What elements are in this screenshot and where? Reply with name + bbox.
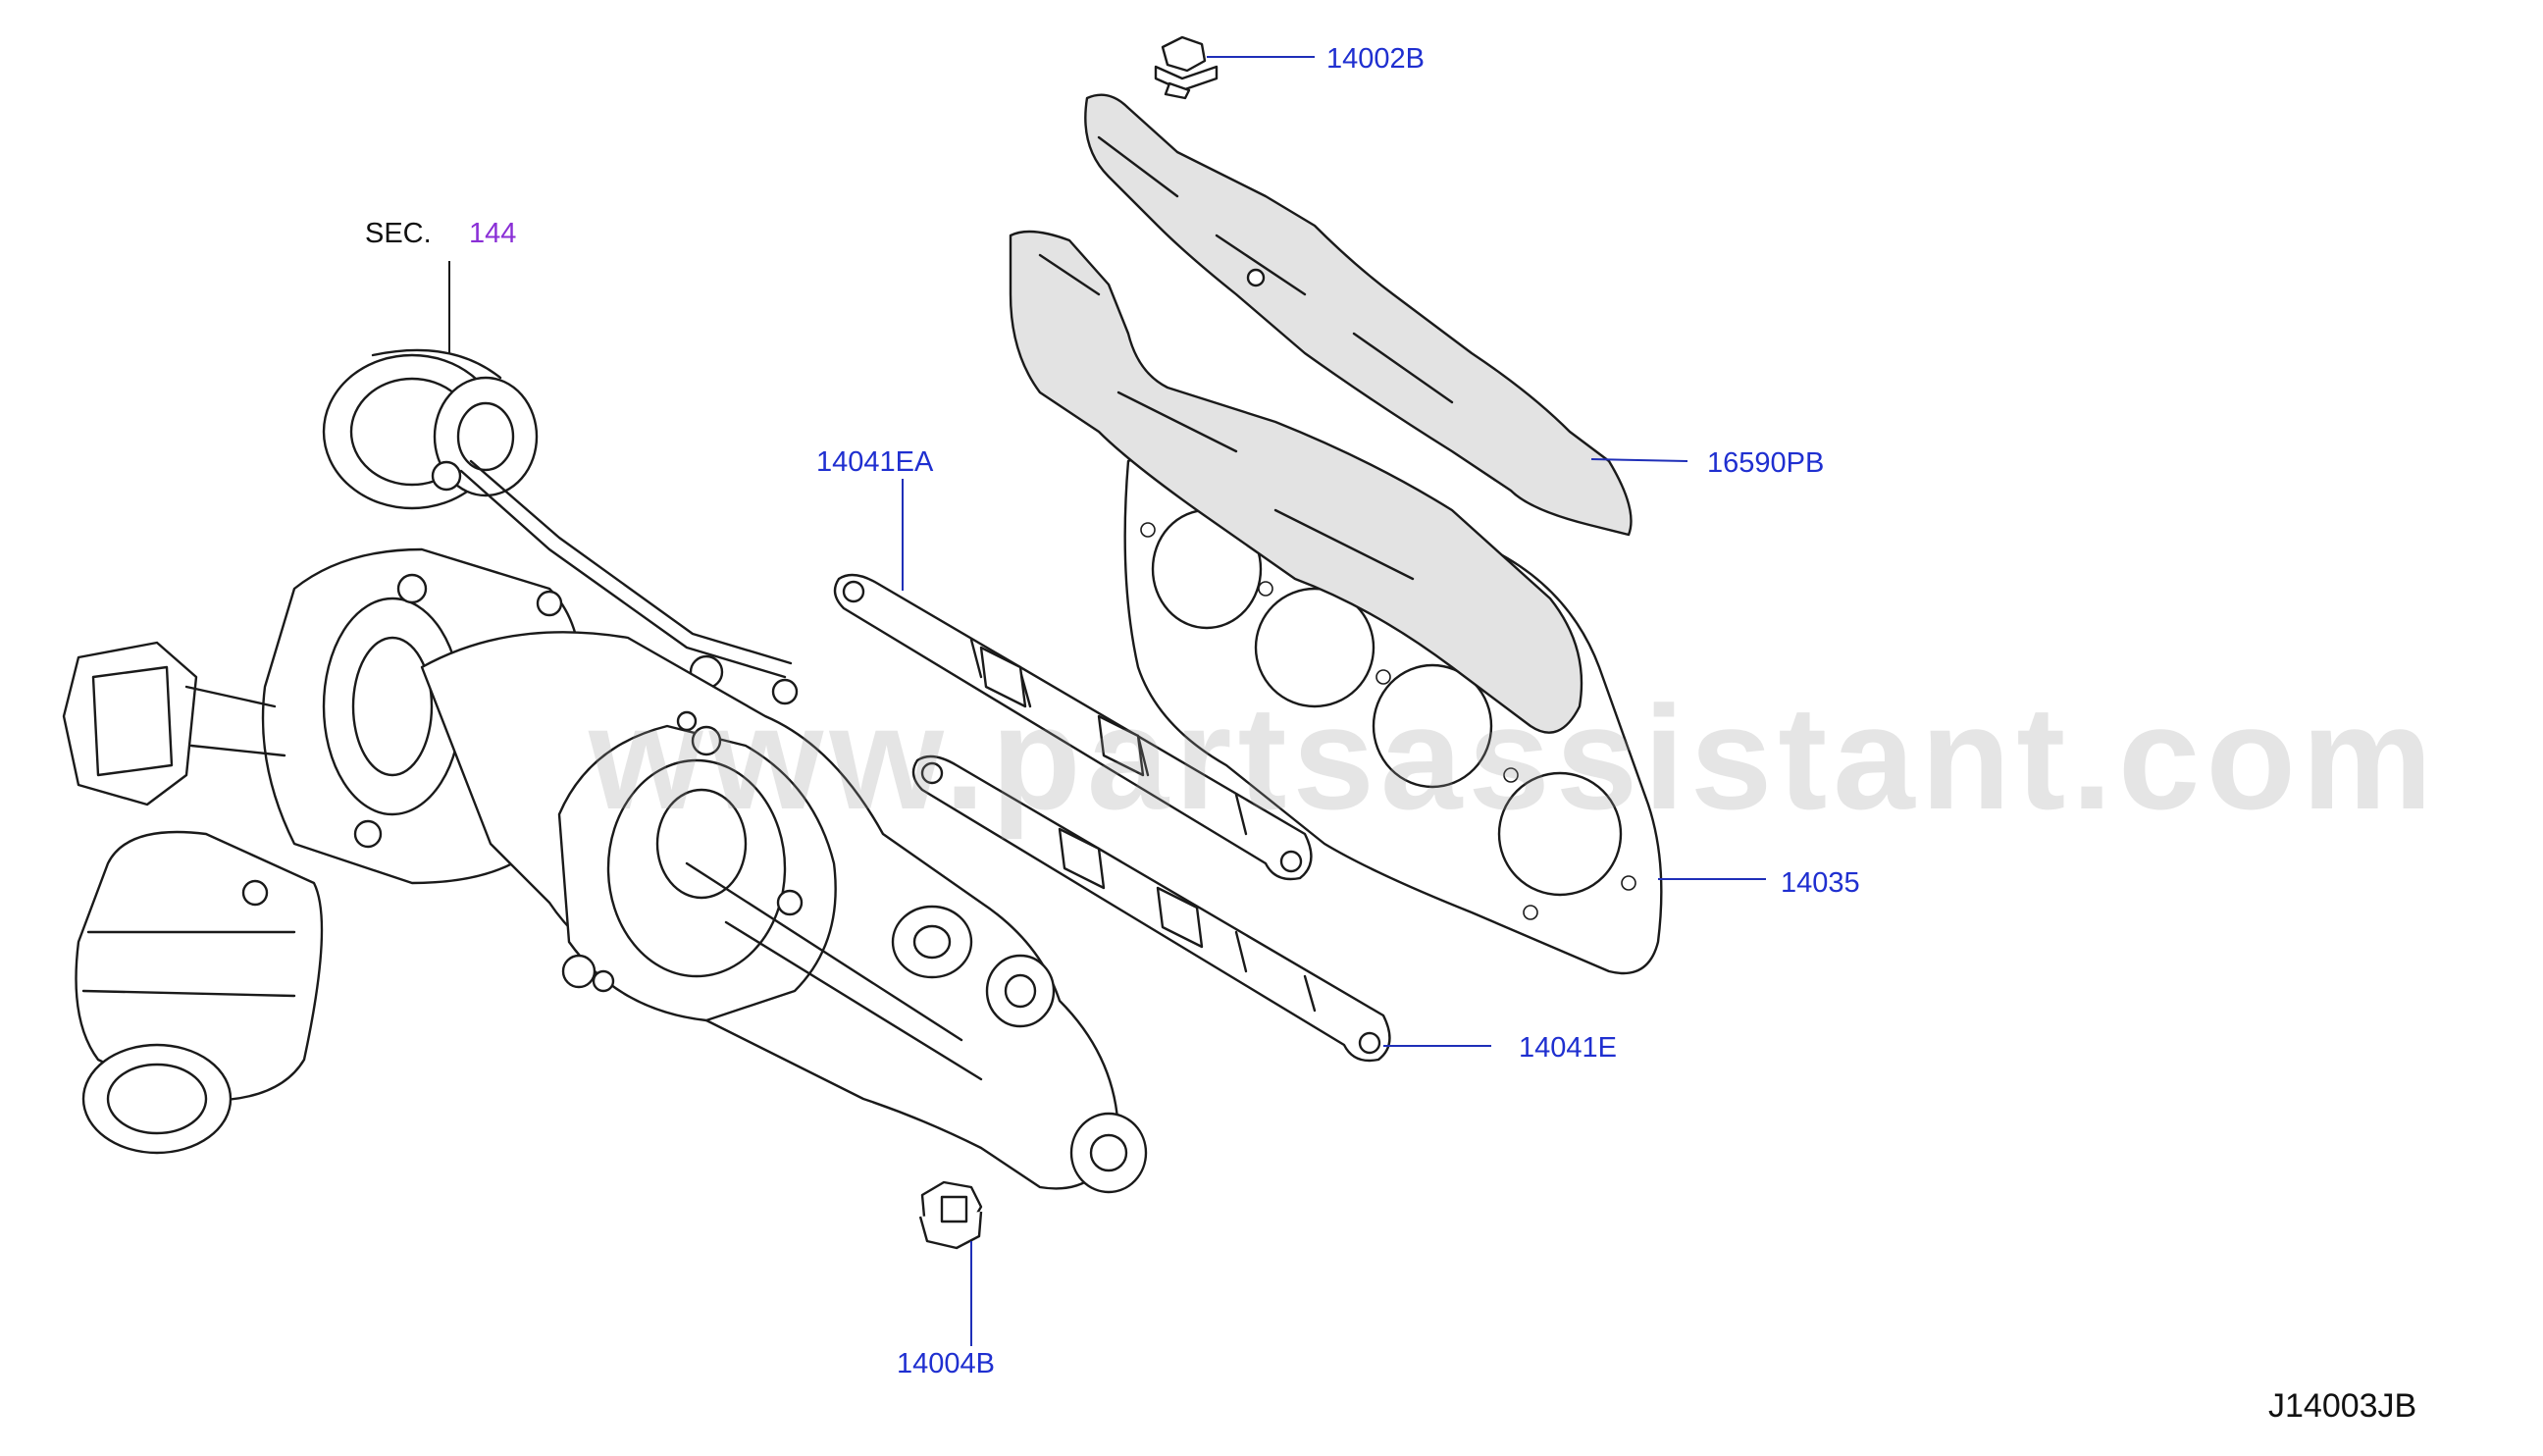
bolt-14002b[interactable] [1154,35,1219,100]
leader-lines [448,56,1766,1346]
callout-14035[interactable]: 14035 [1781,867,1860,899]
callout-14004b[interactable]: 14004B [897,1348,995,1379]
section-link-144[interactable]: 144 [469,218,517,249]
section-label: SEC. [365,218,432,249]
diagram-id: J14003JB [2268,1387,2417,1425]
gasket-strip-14041ea[interactable] [833,573,1313,881]
heat-shield-lower[interactable] [1009,230,1583,734]
nut-14004b[interactable] [918,1180,983,1250]
gasket-strip-14041e[interactable] [911,754,1391,1063]
callout-14041e[interactable]: 14041E [1519,1032,1617,1064]
heat-shield-upper[interactable] [1084,93,1633,537]
callout-16590pb[interactable]: 16590PB [1707,447,1825,479]
callout-14002b[interactable]: 14002B [1326,43,1425,75]
callout-14041ea[interactable]: 14041EA [816,446,934,478]
exhaust-manifold [420,631,1148,1194]
